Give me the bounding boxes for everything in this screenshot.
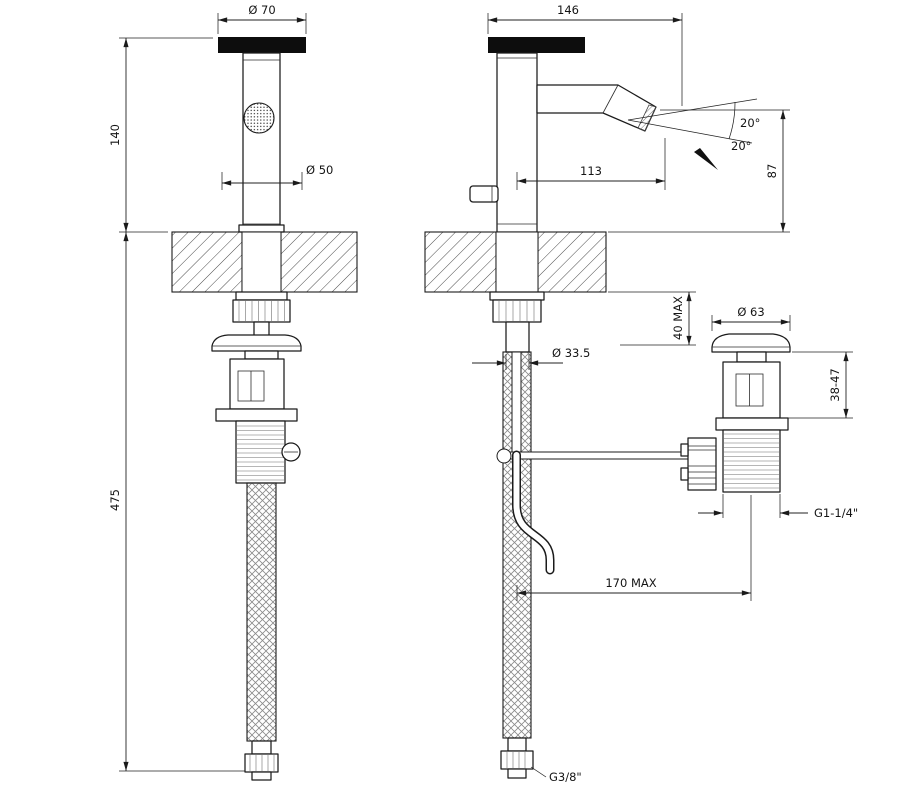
inlet-pipe-side bbox=[505, 321, 530, 353]
braided-hose-front bbox=[246, 482, 277, 742]
spout-angle-annotation: 20° 20° bbox=[627, 98, 760, 170]
shank-through-deck-side bbox=[495, 231, 539, 293]
spout-side bbox=[536, 84, 657, 132]
dim-waste-diameter-63: Ø 63 bbox=[737, 305, 764, 319]
aerator-tip-side bbox=[637, 104, 657, 132]
mounting-hardware-front bbox=[232, 291, 291, 341]
dim-handle-diameter: Ø 70 bbox=[248, 3, 275, 17]
waste-thread-front bbox=[235, 420, 286, 484]
counter-section-front bbox=[171, 231, 358, 293]
front-view bbox=[218, 37, 306, 233]
mounting-hardware-side bbox=[489, 291, 545, 353]
rod-clamp bbox=[687, 437, 717, 491]
counter-right-slab-side bbox=[537, 231, 607, 293]
dimension-lines: Ø 70 140 Ø 50 475 146 113 87 4 bbox=[108, 3, 858, 784]
drain-assembly bbox=[680, 333, 791, 493]
hose-end-side bbox=[500, 737, 534, 779]
spray-direction-arrow-icon bbox=[694, 148, 718, 170]
lever-side bbox=[469, 185, 499, 203]
dim-base-diameter: Ø 50 bbox=[306, 163, 333, 177]
base-flange-front bbox=[238, 224, 285, 233]
dim-angle-upper: 20° bbox=[740, 116, 760, 130]
dim-spout-height-87: 87 bbox=[765, 164, 779, 179]
dim-reach-113: 113 bbox=[580, 164, 602, 178]
counter-left-slab-side bbox=[424, 231, 497, 293]
pop-up-horizontal-rod bbox=[503, 451, 703, 460]
dim-deck-40max: 40 MAX bbox=[671, 296, 685, 340]
counter-left-slab bbox=[171, 231, 243, 293]
handle-side bbox=[488, 37, 585, 53]
waste-cap-front bbox=[211, 334, 302, 352]
shank-through-deck-front bbox=[241, 231, 282, 293]
counter-section-side bbox=[424, 231, 607, 293]
handle-front bbox=[218, 37, 306, 53]
hose-nut-side bbox=[500, 750, 534, 770]
faucet-body-side bbox=[496, 52, 538, 233]
mounting-nut-front bbox=[232, 299, 291, 323]
pop-up-rod-assembly bbox=[496, 351, 703, 575]
rod-pivot bbox=[496, 448, 512, 464]
pop-up-vertical-rod bbox=[511, 351, 522, 453]
dim-rod-170max: 170 MAX bbox=[605, 576, 656, 590]
dim-height-140: 140 bbox=[108, 124, 122, 146]
dim-pipe-diameter-335: Ø 33.5 bbox=[552, 346, 590, 360]
side-view bbox=[469, 37, 657, 233]
supply-hose-front bbox=[244, 482, 279, 781]
dim-length-475: 475 bbox=[108, 489, 122, 511]
counter-right-slab bbox=[280, 231, 358, 293]
pop-up-curved-rod bbox=[513, 452, 553, 573]
dim-waste-thread: G1-1/4" bbox=[814, 506, 858, 520]
waste-cap-side bbox=[711, 333, 791, 353]
faucet-body-front bbox=[242, 52, 281, 233]
pop-up-waste-front bbox=[211, 334, 302, 484]
dim-angle-lower: 20° bbox=[731, 139, 751, 153]
dim-depth-146: 146 bbox=[557, 3, 579, 17]
waste-body-side bbox=[722, 361, 781, 419]
aerator-front bbox=[243, 102, 275, 134]
dim-hose-thread: G3/8" bbox=[549, 770, 582, 784]
dim-waste-range-3847: 38-47 bbox=[828, 368, 842, 401]
